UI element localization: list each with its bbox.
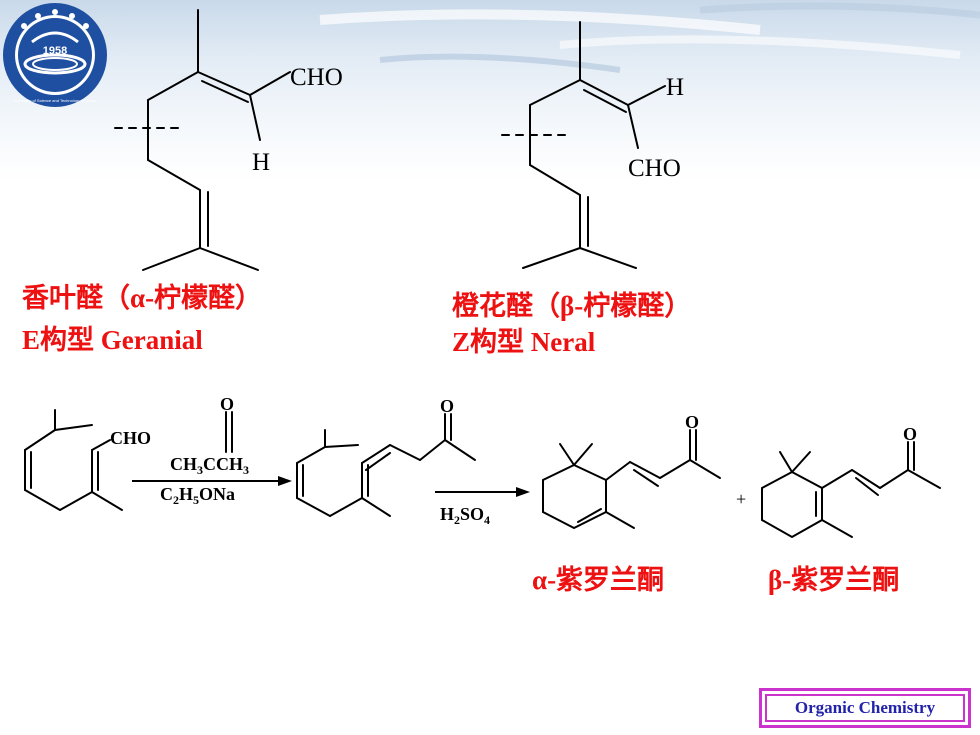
geranial-cho-label: CHO [290, 64, 343, 91]
plus-sign: + [736, 489, 746, 509]
citral-structure [24, 409, 123, 511]
neral-caption: 橙花醛（β-柠檬醛） Z构型 Neral [452, 288, 691, 360]
geranial-config: E构型 Geranial [22, 325, 203, 355]
neral-cho-label: CHO [628, 155, 681, 182]
neral-config: Z构型 Neral [452, 327, 596, 357]
geranial-name: 香叶醛（α-柠檬醛） [22, 283, 263, 313]
logo-ring-text: University of Science and Technology of … [14, 98, 97, 103]
neral-structure [501, 21, 666, 269]
alpha-ionone-structure [542, 429, 721, 530]
citral-cho-label: CHO [110, 428, 151, 448]
beta-ionone-o-label: O [903, 424, 917, 444]
beta-ionone-label: β-紫罗兰酮 [768, 565, 900, 595]
geranial-caption: 香叶醛（α-柠檬醛） E构型 Geranial [22, 280, 262, 358]
acetone-reagent-label: CH3CCH3 [170, 454, 249, 477]
logo-year: 1958 [43, 45, 67, 57]
base-reagent-label: C2H5ONa [160, 484, 235, 507]
reaction-arrow-2 [435, 487, 530, 497]
neral-name: 橙花醛（β-柠檬醛） [452, 291, 692, 321]
neral-h-label: H [666, 74, 684, 101]
geranial-h-label: H [252, 149, 270, 176]
alpha-ionone-label: α-紫罗兰酮 [532, 565, 665, 595]
footer-badge: Organic Chemistry [759, 688, 971, 728]
beta-ionone-structure [761, 441, 941, 539]
pseudoionone-structure [296, 413, 476, 517]
alpha-ionone-o-label: O [685, 412, 699, 432]
reaction-arrow-1 [132, 476, 292, 486]
university-logo: 1958 University of Science and Technolog… [3, 3, 107, 107]
pseudoionone-o-label: O [440, 396, 454, 416]
footer-label: Organic Chemistry [765, 694, 965, 722]
acetone-o-label: O [220, 394, 234, 414]
geranial-structure [114, 9, 291, 271]
acid-reagent-label: H2SO4 [440, 504, 490, 527]
